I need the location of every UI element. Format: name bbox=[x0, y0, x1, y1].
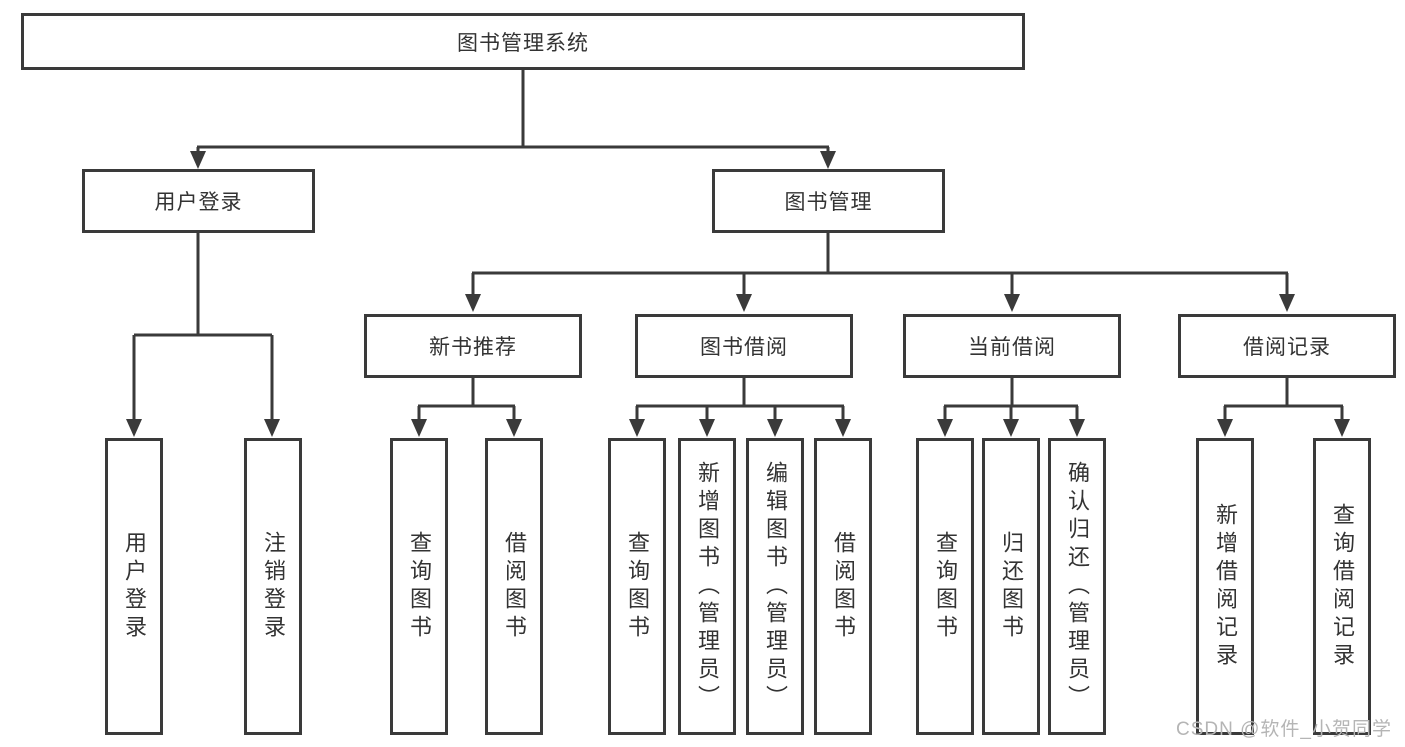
node-borrow-records-label: 借阅记录 bbox=[1243, 336, 1331, 359]
node-new-book-recommend: 新书推荐 bbox=[364, 314, 582, 378]
leaf-newbooks-borrow-books: 借阅图书 bbox=[485, 438, 543, 735]
node-book-borrowing-label: 图书借阅 bbox=[700, 336, 788, 359]
leaf-current-return-books: 归还图书 bbox=[982, 438, 1040, 735]
leaf-records-query-record-label: 查询借阅记录 bbox=[1330, 502, 1355, 671]
node-user-login-label: 用户登录 bbox=[154, 191, 243, 214]
leaf-records-query-record: 查询借阅记录 bbox=[1313, 438, 1371, 735]
leaf-records-add-record: 新增借阅记录 bbox=[1196, 438, 1254, 735]
node-new-book-recommend-label: 新书推荐 bbox=[429, 336, 517, 359]
leaf-current-query-books-label: 查询图书 bbox=[933, 530, 958, 643]
leaf-newbooks-borrow-books-label: 借阅图书 bbox=[502, 530, 527, 643]
leaf-borrowing-borrow-books: 借阅图书 bbox=[814, 438, 872, 735]
leaf-borrowing-query-books-label: 查询图书 bbox=[625, 530, 650, 643]
node-current-borrowing: 当前借阅 bbox=[903, 314, 1121, 378]
leaf-current-query-books: 查询图书 bbox=[916, 438, 974, 735]
leaf-borrowing-edit-books-admin: 编辑图书（管理员） bbox=[746, 438, 804, 735]
leaf-logout: 注销登录 bbox=[244, 438, 302, 735]
leaf-borrowing-query-books: 查询图书 bbox=[608, 438, 666, 735]
node-borrow-records: 借阅记录 bbox=[1178, 314, 1396, 378]
node-book-management-label: 图书管理 bbox=[784, 191, 873, 214]
leaf-user-login: 用户登录 bbox=[105, 438, 163, 735]
leaf-newbooks-query-books: 查询图书 bbox=[390, 438, 448, 735]
leaf-newbooks-query-books-label: 查询图书 bbox=[407, 530, 432, 643]
leaf-borrowing-add-books-admin-label: 新增图书（管理员） bbox=[695, 460, 720, 713]
leaf-current-return-books-label: 归还图书 bbox=[999, 530, 1024, 643]
node-root: 图书管理系统 bbox=[21, 13, 1025, 70]
leaf-current-confirm-return-admin: 确认归还（管理员） bbox=[1048, 438, 1106, 735]
csdn-watermark: CSDN @软件_小贺同学 bbox=[1176, 719, 1392, 740]
node-book-borrowing: 图书借阅 bbox=[635, 314, 853, 378]
node-book-management: 图书管理 bbox=[712, 169, 945, 233]
leaf-current-confirm-return-admin-label: 确认归还（管理员） bbox=[1065, 460, 1090, 713]
node-root-label: 图书管理系统 bbox=[457, 31, 589, 55]
node-user-login: 用户登录 bbox=[82, 169, 315, 233]
leaf-records-add-record-label: 新增借阅记录 bbox=[1213, 502, 1238, 671]
leaf-borrowing-borrow-books-label: 借阅图书 bbox=[831, 530, 856, 643]
node-current-borrowing-label: 当前借阅 bbox=[968, 336, 1056, 359]
leaf-user-login-label: 用户登录 bbox=[122, 530, 147, 643]
leaf-borrowing-add-books-admin: 新增图书（管理员） bbox=[678, 438, 736, 735]
leaf-logout-label: 注销登录 bbox=[261, 530, 286, 643]
leaf-borrowing-edit-books-admin-label: 编辑图书（管理员） bbox=[763, 460, 788, 713]
